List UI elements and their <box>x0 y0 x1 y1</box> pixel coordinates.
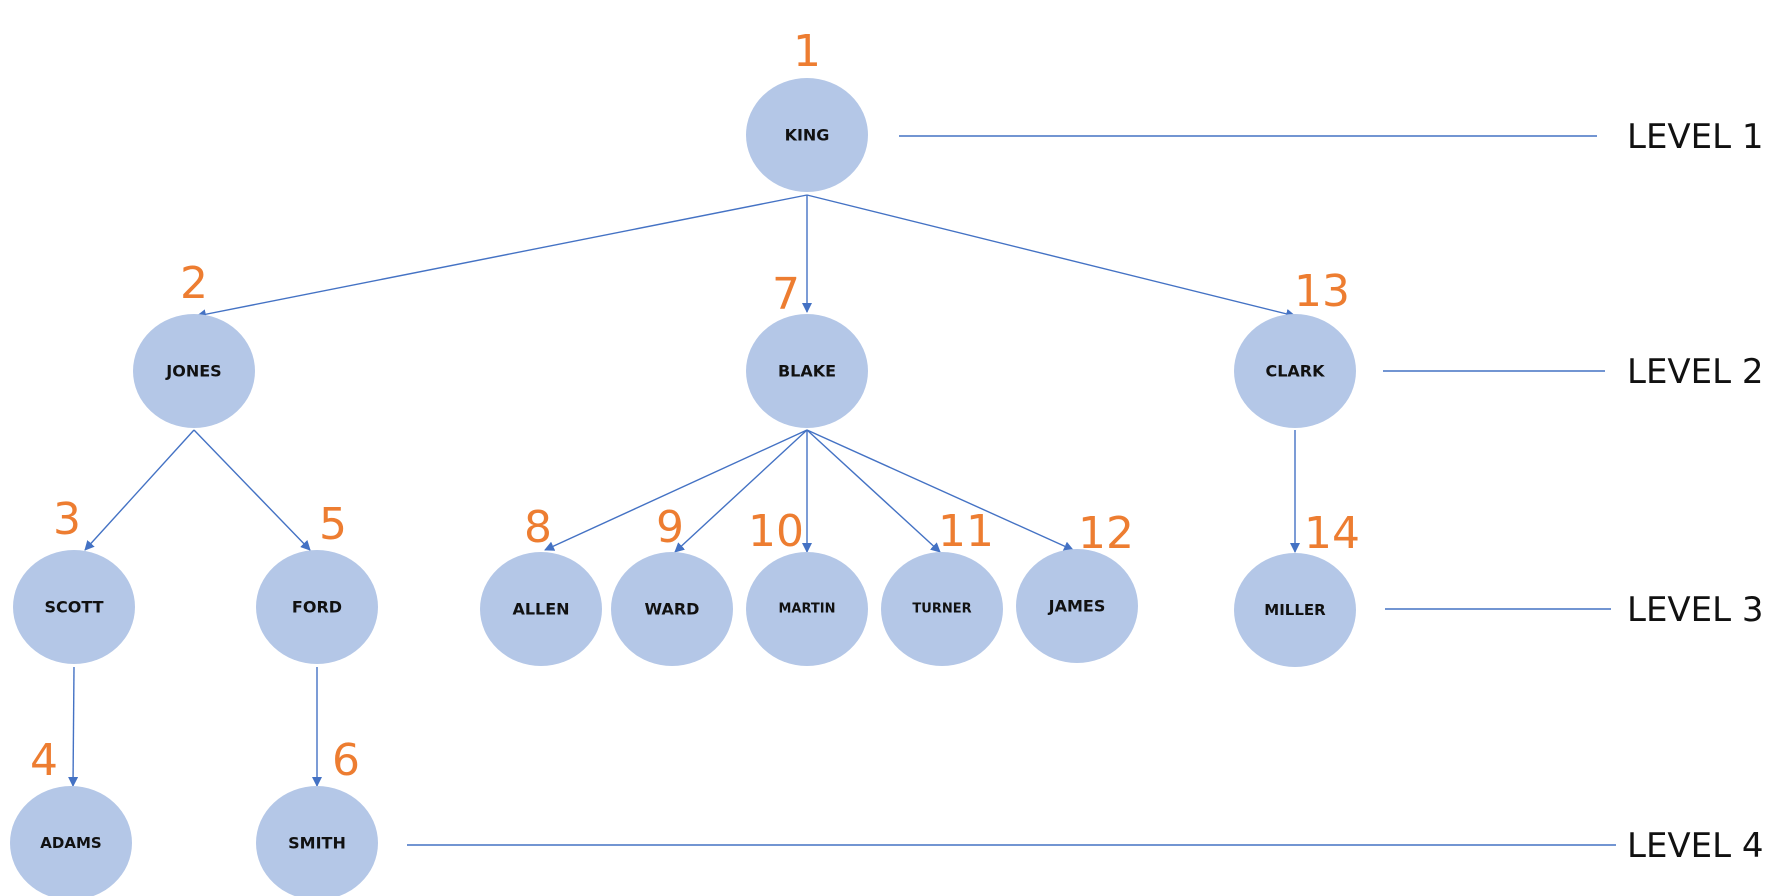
node-miller-circle <box>1234 553 1356 667</box>
node-james-label: JAMES <box>1048 597 1106 616</box>
node-ward: WARD 9 <box>611 502 733 666</box>
node-james: JAMES 12 <box>1016 508 1138 663</box>
edge-jones-scott <box>84 429 195 551</box>
node-ford: FORD 5 <box>256 499 378 664</box>
node-blake-label: BLAKE <box>778 362 836 381</box>
node-smith-order-number: 6 <box>332 735 360 786</box>
tree-edges <box>68 194 1300 787</box>
node-scott-circle <box>13 550 135 664</box>
node-jones-order-number: 2 <box>180 258 208 309</box>
node-scott-order-number: 3 <box>53 494 81 545</box>
node-allen: ALLEN 8 <box>480 502 602 666</box>
edge-scott-adams <box>68 666 79 787</box>
node-blake-order-number: 7 <box>772 269 800 320</box>
node-ford-order-number: 5 <box>319 499 347 550</box>
node-allen-circle <box>480 552 602 666</box>
node-allen-order-number: 8 <box>524 502 552 553</box>
edge-king-jones <box>196 194 808 320</box>
node-allen-label: ALLEN <box>512 600 569 619</box>
node-turner-circle <box>881 552 1003 666</box>
edge-blake-james <box>806 429 1074 551</box>
node-jones: JONES 2 <box>133 258 255 428</box>
level-4-label: LEVEL 4 <box>1627 826 1764 866</box>
level-2-label: LEVEL 2 <box>1627 352 1764 392</box>
level-3-label: LEVEL 3 <box>1627 590 1764 630</box>
node-clark: CLARK 13 <box>1234 266 1356 428</box>
node-miller-order-number: 14 <box>1304 508 1360 559</box>
node-adams-circle <box>10 786 132 896</box>
node-jones-label: JONES <box>165 362 221 381</box>
edge-blake-allen <box>544 429 808 551</box>
node-clark-label: CLARK <box>1265 362 1325 381</box>
node-smith-label: SMITH <box>288 834 346 853</box>
node-ford-label: FORD <box>292 598 342 617</box>
node-ward-order-number: 9 <box>656 502 684 553</box>
node-smith-circle <box>256 786 378 896</box>
edge-blake-turner <box>806 429 941 553</box>
node-clark-order-number: 13 <box>1294 266 1350 317</box>
node-blake-circle <box>746 314 868 428</box>
node-king-order-number: 1 <box>793 26 821 77</box>
node-jones-circle <box>133 314 255 428</box>
node-ford-circle <box>256 550 378 664</box>
node-king: KING 1 <box>746 26 868 192</box>
node-turner-order-number: 11 <box>938 506 994 557</box>
level-1-label: LEVEL 1 <box>1627 117 1764 157</box>
node-blake: BLAKE 7 <box>746 269 868 428</box>
node-king-circle <box>746 78 868 192</box>
edge-blake-ward <box>674 429 808 553</box>
node-ward-label: WARD <box>645 600 700 619</box>
node-miller-label: MILLER <box>1264 601 1326 619</box>
level-guide-lines <box>407 135 1616 846</box>
node-scott-label: SCOTT <box>44 598 103 617</box>
node-adams-order-number: 4 <box>30 735 58 786</box>
node-martin-circle <box>746 552 868 666</box>
node-turner-label: TURNER <box>912 602 971 617</box>
node-turner: TURNER 11 <box>881 506 1003 666</box>
node-martin-order-number: 10 <box>748 506 804 557</box>
node-king-label: KING <box>785 126 830 145</box>
node-ward-circle <box>611 552 733 666</box>
node-martin-label: MARTIN <box>778 602 835 617</box>
node-adams-label: ADAMS <box>40 834 101 852</box>
node-james-order-number: 12 <box>1078 508 1134 559</box>
node-scott: SCOTT 3 <box>13 494 135 664</box>
node-james-circle <box>1016 549 1138 663</box>
node-smith: SMITH 6 <box>256 735 378 896</box>
level-labels: LEVEL 1 LEVEL 2 LEVEL 3 LEVEL 4 <box>1627 117 1764 866</box>
node-adams: ADAMS 4 <box>10 735 132 896</box>
node-miller: MILLER 14 <box>1234 508 1360 667</box>
node-martin: MARTIN 10 <box>746 506 868 666</box>
node-clark-circle <box>1234 314 1356 428</box>
edge-jones-ford <box>193 429 311 551</box>
edge-king-clark <box>806 194 1296 319</box>
